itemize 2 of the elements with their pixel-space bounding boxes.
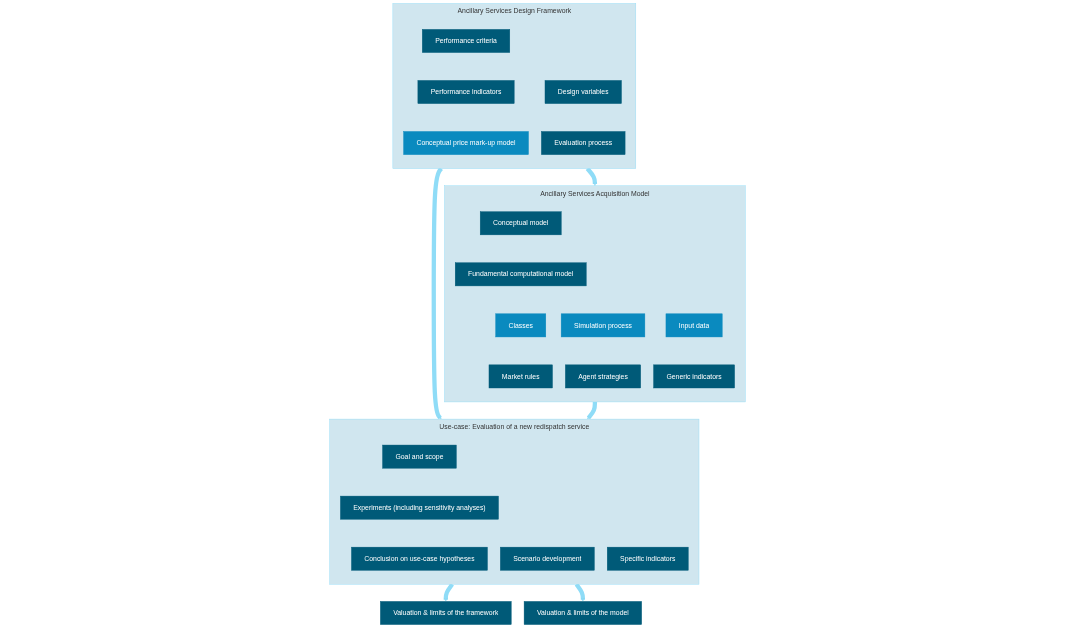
arrow [585, 167, 598, 186]
arrow [431, 167, 443, 420]
